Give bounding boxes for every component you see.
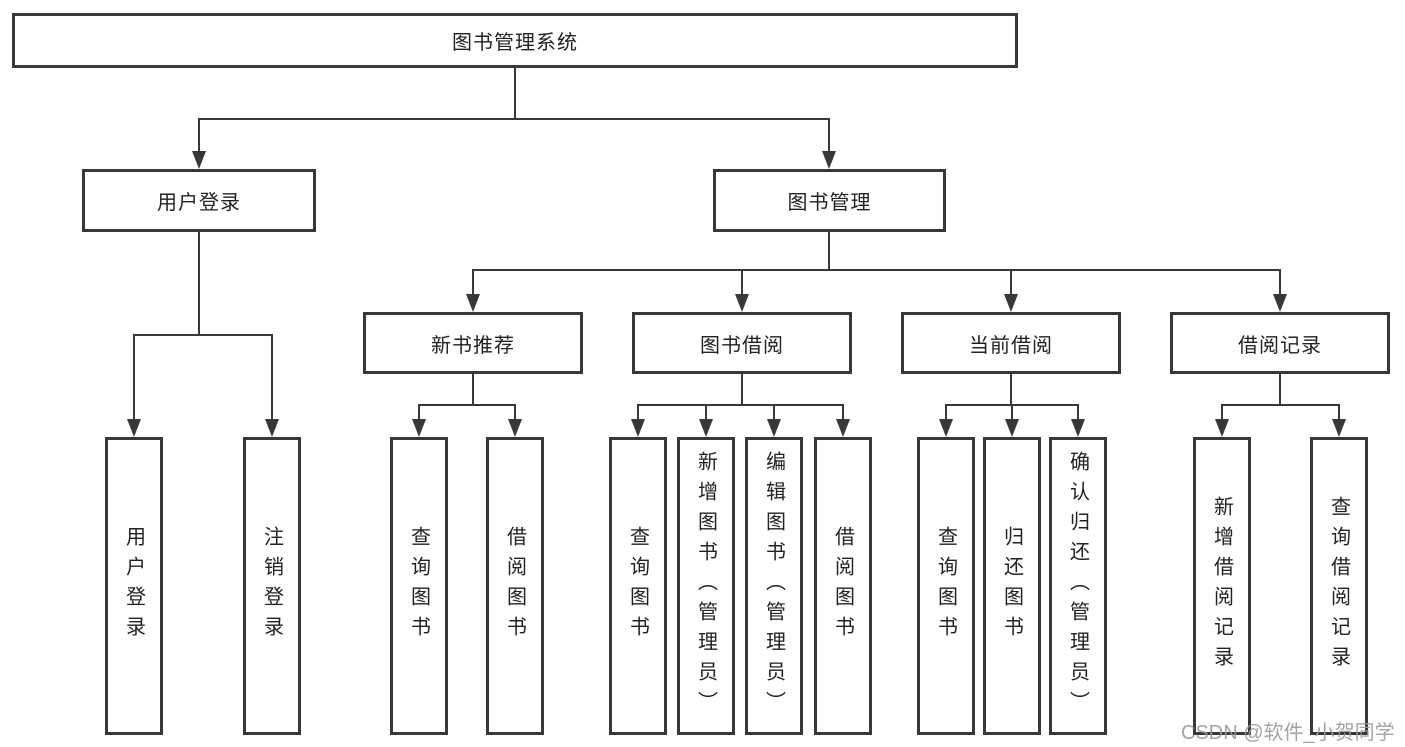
node-label: 当前借阅 bbox=[969, 334, 1053, 357]
leaf-return-books: 归还图书 bbox=[983, 437, 1041, 735]
connector-line bbox=[472, 269, 1281, 271]
connector-line bbox=[1077, 405, 1079, 420]
connector-line bbox=[418, 405, 420, 420]
connector-arrow bbox=[1071, 419, 1085, 437]
connector-line bbox=[198, 118, 830, 120]
connector-line bbox=[472, 374, 474, 405]
leaf-label: 查询图书 bbox=[407, 526, 430, 646]
node-label: 图书管理系统 bbox=[452, 32, 578, 54]
connector-line bbox=[1011, 405, 1013, 420]
connector-arrow bbox=[699, 419, 713, 437]
leaf-confirm-return-admin: 确认归还（管理员） bbox=[1049, 437, 1107, 735]
connector-line bbox=[418, 404, 516, 406]
leaf-query-books: 查询图书 bbox=[917, 437, 975, 735]
leaf-label: 借阅图书 bbox=[503, 526, 526, 646]
connector-line bbox=[637, 404, 844, 406]
connector-line bbox=[1010, 270, 1012, 295]
leaf-logout: 注销登录 bbox=[243, 437, 301, 735]
connector-line bbox=[514, 405, 516, 420]
connector-line bbox=[198, 232, 200, 335]
connector-arrow bbox=[631, 419, 645, 437]
connector-arrow bbox=[822, 151, 836, 169]
node-library-management-system: 图书管理系统 bbox=[12, 13, 1018, 68]
node-new-book-recommendation: 新书推荐 bbox=[363, 312, 583, 374]
connector-line bbox=[472, 270, 474, 295]
connector-line bbox=[514, 68, 516, 119]
connector-arrow bbox=[466, 294, 480, 312]
connector-line bbox=[133, 335, 135, 420]
leaf-label: 借阅图书 bbox=[831, 526, 854, 646]
leaf-label: 新增借阅记录 bbox=[1210, 496, 1233, 676]
leaf-query-books: 查询图书 bbox=[609, 437, 667, 735]
leaf-label: 查询借阅记录 bbox=[1327, 496, 1350, 676]
connector-line bbox=[1338, 405, 1340, 420]
connector-line bbox=[1221, 404, 1340, 406]
leaf-label: 用户登录 bbox=[122, 526, 145, 646]
node-label: 图书管理 bbox=[787, 192, 872, 214]
leaf-borrow-books: 借阅图书 bbox=[486, 437, 544, 735]
leaf-add-borrow-record: 新增借阅记录 bbox=[1193, 437, 1251, 735]
connector-arrow bbox=[1005, 419, 1019, 437]
node-label: 新书推荐 bbox=[431, 334, 515, 357]
leaf-label: 归还图书 bbox=[1000, 526, 1023, 646]
node-label: 图书借阅 bbox=[700, 334, 784, 357]
connector-line bbox=[133, 334, 273, 336]
node-borrowing-records: 借阅记录 bbox=[1170, 312, 1390, 374]
connector-line bbox=[637, 405, 639, 420]
leaf-user-login: 用户登录 bbox=[105, 437, 163, 735]
watermark: CSDN @软件_小贺同学 bbox=[1181, 722, 1395, 744]
connector-line bbox=[741, 270, 743, 295]
connector-line bbox=[842, 405, 844, 420]
leaf-label: 新增图书（管理员） bbox=[694, 451, 717, 721]
node-label: 用户登录 bbox=[157, 192, 241, 214]
leaf-query-books: 查询图书 bbox=[390, 437, 448, 735]
leaf-label: 注销登录 bbox=[260, 526, 283, 646]
connector-arrow bbox=[735, 294, 749, 312]
node-user-login: 用户登录 bbox=[82, 169, 316, 232]
connector-arrow bbox=[1004, 294, 1018, 312]
node-book-borrowing: 图书借阅 bbox=[632, 312, 852, 374]
leaf-borrow-books: 借阅图书 bbox=[814, 437, 872, 735]
leaf-label: 查询图书 bbox=[934, 526, 957, 646]
connector-arrow bbox=[508, 419, 522, 437]
connector-arrow bbox=[1332, 419, 1346, 437]
connector-arrow bbox=[767, 419, 781, 437]
leaf-label: 查询图书 bbox=[626, 526, 649, 646]
connector-line bbox=[705, 405, 707, 420]
connector-arrow bbox=[836, 419, 850, 437]
leaf-add-book-admin: 新增图书（管理员） bbox=[677, 437, 735, 735]
connector-line bbox=[773, 405, 775, 420]
connector-arrow bbox=[127, 419, 141, 437]
node-label: 借阅记录 bbox=[1238, 334, 1322, 357]
leaf-edit-book-admin: 编辑图书（管理员） bbox=[745, 437, 803, 735]
connector-line bbox=[1279, 374, 1281, 405]
connector-arrow bbox=[939, 419, 953, 437]
connector-arrow bbox=[265, 419, 279, 437]
leaf-query-borrow-record: 查询借阅记录 bbox=[1310, 437, 1368, 735]
node-book-management: 图书管理 bbox=[713, 169, 946, 232]
connector-line bbox=[828, 232, 830, 270]
connector-line bbox=[271, 335, 273, 420]
connector-line bbox=[828, 119, 830, 152]
connector-line bbox=[1010, 374, 1012, 405]
connector-arrow bbox=[1215, 419, 1229, 437]
connector-line bbox=[1279, 270, 1281, 295]
leaf-label: 编辑图书（管理员） bbox=[762, 451, 785, 721]
connector-line bbox=[1221, 405, 1223, 420]
leaf-label: 确认归还（管理员） bbox=[1066, 451, 1089, 721]
node-current-borrowing: 当前借阅 bbox=[901, 312, 1121, 374]
connector-arrow bbox=[412, 419, 426, 437]
connector-arrow bbox=[1273, 294, 1287, 312]
connector-line bbox=[741, 374, 743, 405]
connector-arrow bbox=[192, 151, 206, 169]
connector-line bbox=[945, 405, 947, 420]
connector-line bbox=[198, 119, 200, 152]
